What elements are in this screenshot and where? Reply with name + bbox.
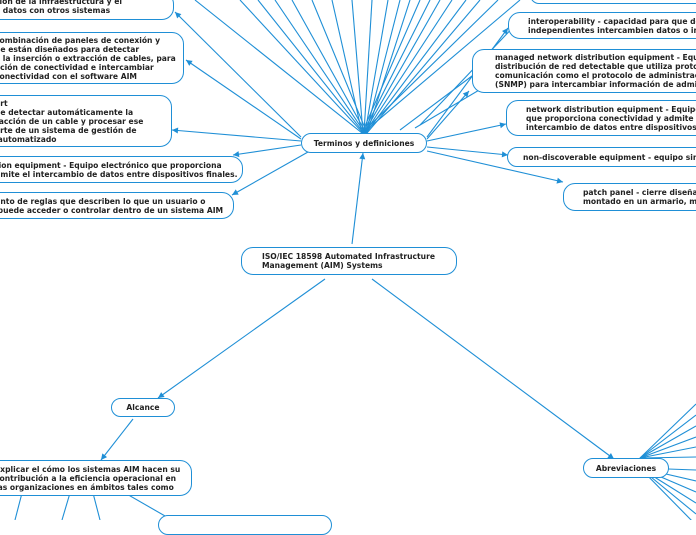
definition-partial-top-node[interactable]: [530, 0, 696, 4]
alcance-description-node[interactable]: Explicar el cómo los sistemas AIM hacen …: [0, 460, 192, 496]
connector-terminos-top-8: [363, 0, 373, 134]
definition-reglas-acceso-label: unto de reglas que describen lo que un u…: [0, 196, 224, 215]
connector-terminos-top-0: [194, 0, 363, 134]
connector-def-port: [171, 129, 302, 142]
connector-def-network-arrowhead: [499, 122, 506, 129]
connector-def-managed: [426, 90, 470, 140]
definition-connection-equipment-label: tion equipment - Equipo electrónico que …: [0, 160, 238, 179]
connector-terminos-top-18: [361, 0, 499, 134]
connector-terminos-top-9: [364, 0, 389, 134]
connector-def-infra-arrowhead: [175, 12, 182, 19]
definition-infraestructura-label: ción de la infraestructura y el e datos …: [0, 0, 123, 15]
definition-port-node[interactable]: ort de detectar automáticamente la racci…: [0, 95, 172, 147]
alcance-subnode-partial[interactable]: [158, 515, 332, 535]
terminos-definiciones-node[interactable]: Terminos y definiciones: [301, 133, 427, 153]
connector-def-interop-arrowhead: [502, 28, 508, 35]
connector-def-combinacion-arrowhead: [186, 60, 193, 66]
connector-def-patch-arrowhead: [556, 177, 563, 184]
connector-terminos-top-15: [364, 0, 453, 134]
definition-combinacion-paneles-node[interactable]: combinación de paneles de conexión y ue …: [0, 32, 184, 84]
connector-terminos-top-13: [362, 0, 431, 134]
connector-abrev-5: [639, 456, 696, 459]
connector-def-reglas: [231, 151, 309, 196]
connector-def-nondiscoverable: [426, 146, 509, 156]
connector-alcance-sub-0: [14, 492, 23, 520]
root-topic-node[interactable]: ISO/IEC 18598 Automated Infrastructure M…: [241, 247, 457, 275]
connector-root-terminos-arrowhead: [359, 153, 366, 160]
connector-abrev-0: [639, 403, 696, 459]
definition-non-discoverable-node[interactable]: non-discoverable equipment - equipo sin …: [507, 147, 696, 167]
connector-lines: [14, 0, 696, 520]
terminos-definiciones-label: Terminos y definiciones: [313, 138, 415, 148]
connector-root-alcance: [157, 278, 326, 399]
definition-network-distribution-node[interactable]: network distribution equipment - Equipo …: [506, 100, 696, 136]
definition-managed-network-label: managed network distribution equipment -…: [495, 53, 696, 89]
definition-reglas-acceso-node[interactable]: unto de reglas que describen lo que un u…: [0, 192, 234, 219]
connector-terminos-top-17: [366, 0, 481, 134]
connector-root-abreviaciones-arrowhead: [607, 453, 614, 459]
definition-interoperability-node[interactable]: interoperability - capacidad para que do…: [508, 12, 696, 39]
connector-abrev-2: [639, 425, 696, 459]
connector-def-nondiscoverable-arrowhead: [501, 151, 508, 158]
connector-abrev-4: [639, 446, 696, 459]
connector-root-terminos: [351, 152, 364, 245]
abreviaciones-label: Abreviaciones: [595, 463, 657, 473]
definition-combinacion-paneles-label: combinación de paneles de conexión y ue …: [0, 35, 176, 81]
definition-patch-panel-label: patch panel - cierre diseñado montado en…: [583, 188, 696, 206]
connector-def-reglas-arrowhead: [232, 189, 239, 195]
alcance-description-label: Explicar el cómo los sistemas AIM hacen …: [0, 464, 181, 492]
alcance-node[interactable]: Alcance: [111, 398, 175, 417]
connector-terminos-top-1: [239, 0, 364, 134]
connector-def-infra: [174, 11, 302, 138]
connector-def-patch: [426, 150, 564, 183]
connector-terminos-top-5: [311, 0, 368, 134]
connector-terminos-extra-3: [399, 69, 481, 131]
connector-alcance-description-arrowhead: [101, 453, 108, 460]
connector-def-port-arrowhead: [172, 127, 179, 134]
connector-terminos-top-6: [331, 0, 363, 134]
connector-abrev-1: [639, 414, 696, 459]
definition-interoperability-label: interoperability - capacidad para que do…: [528, 16, 696, 35]
connector-def-network: [426, 123, 507, 142]
connector-alcance-description: [100, 418, 134, 461]
connector-terminos-top-14: [363, 0, 441, 134]
connector-terminos-top-2: [257, 0, 365, 134]
connector-alcance-sub-1: [61, 492, 71, 520]
definition-non-discoverable-label: non-discoverable equipment - equipo sin …: [523, 152, 696, 162]
connector-terminos-top-12: [361, 0, 421, 134]
root-topic-label: ISO/IEC 18598 Automated Infrastructure M…: [262, 252, 435, 270]
definition-network-distribution-label: network distribution equipment - Equipo …: [526, 104, 696, 132]
connector-def-connection-equipment-arrowhead: [233, 151, 240, 158]
connector-terminos-top-16: [365, 0, 467, 134]
connector-root-abreviaciones: [371, 278, 615, 460]
definition-patch-panel-node[interactable]: patch panel - cierre diseñado montado en…: [563, 183, 696, 211]
connector-terminos-top-7: [351, 0, 364, 134]
connector-terminos-top-19: [362, 0, 521, 134]
connector-root-alcance-arrowhead: [158, 392, 165, 398]
connector-terminos-top-4: [291, 0, 367, 134]
connector-def-connection-equipment: [232, 144, 302, 156]
connector-def-combinacion: [185, 59, 302, 140]
alcance-label: Alcance: [126, 403, 160, 412]
definition-managed-network-node[interactable]: managed network distribution equipment -…: [472, 49, 696, 93]
definition-infraestructura-node[interactable]: ción de la infraestructura y el e datos …: [0, 0, 174, 20]
connector-alcance-sub-2: [92, 492, 101, 520]
connector-abrev-3: [639, 436, 696, 459]
connector-terminos-top-3: [274, 0, 366, 134]
definition-connection-equipment-node[interactable]: tion equipment - Equipo electrónico que …: [0, 156, 243, 183]
definition-port-label: ort de detectar automáticamente la racci…: [0, 98, 144, 144]
connector-terminos-extra-1: [419, 19, 521, 126]
connector-def-managed-arrowhead: [462, 91, 469, 98]
abreviaciones-node[interactable]: Abreviaciones: [583, 458, 669, 478]
